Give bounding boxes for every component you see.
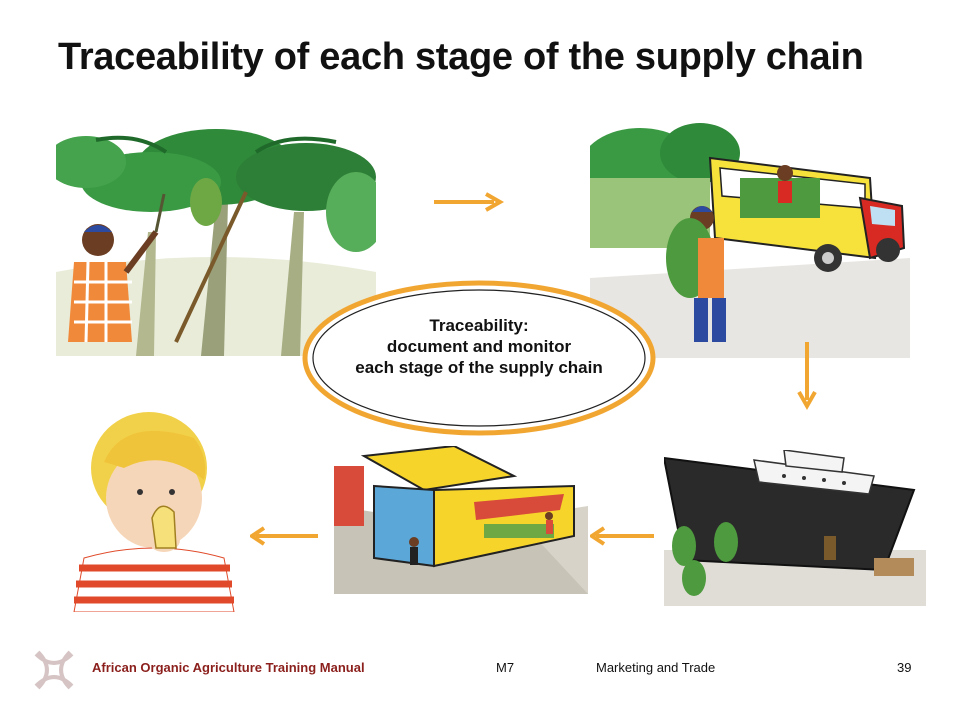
slide-title: Traceability of each stage of the supply…	[58, 36, 864, 78]
callout-text: Traceability: document and monitor each …	[300, 315, 658, 378]
footer-page-number: 39	[897, 660, 912, 675]
market-store-illustration	[334, 446, 588, 594]
callout-line-1: Traceability:	[429, 316, 529, 335]
child-eating-banana-illustration	[44, 408, 244, 612]
arrow-left-icon	[590, 526, 654, 546]
footer-manual-title: African Organic Agriculture Training Man…	[92, 660, 365, 675]
arrow-right-icon	[434, 192, 505, 212]
arrow-down-icon	[797, 342, 817, 411]
callout-line-3: each stage of the supply chain	[355, 358, 603, 377]
callout-line-2: document and monitor	[386, 337, 572, 356]
farmer-harvesting-illustration	[56, 122, 376, 356]
traceability-callout: Traceability: document and monitor each …	[300, 278, 658, 438]
callout-ellipse	[302, 280, 656, 436]
truck-loading-illustration	[590, 118, 910, 358]
cargo-ship-illustration	[664, 450, 926, 606]
footer-module: M7	[496, 660, 515, 675]
footer-topic: Marketing and Trade	[596, 660, 716, 675]
arrow-left-icon	[250, 526, 318, 546]
manual-logo-icon	[34, 650, 74, 690]
